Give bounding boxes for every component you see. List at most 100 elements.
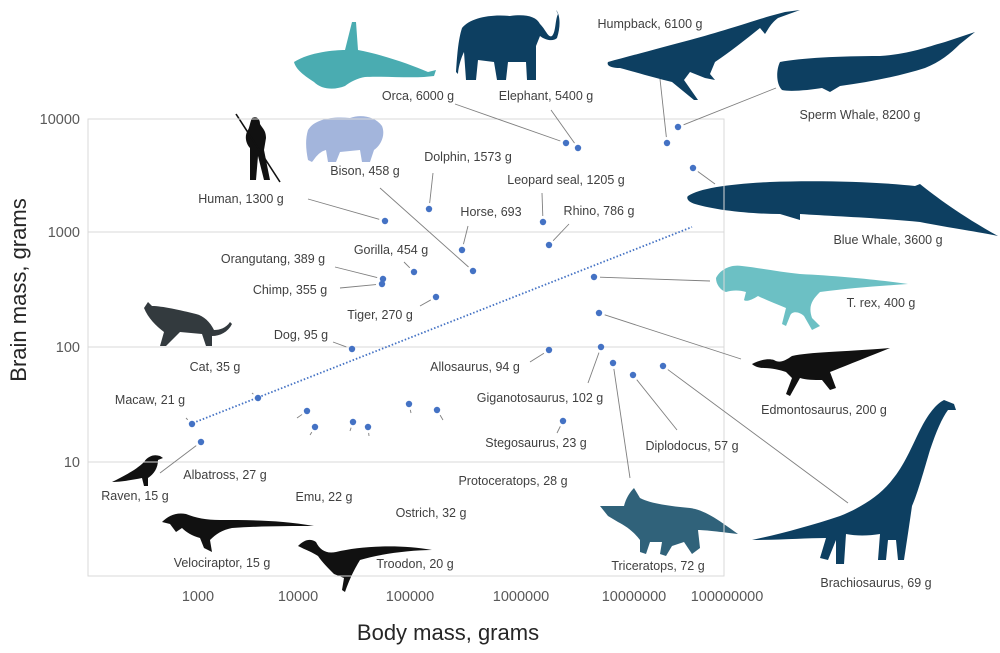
y-axis-title: Brain mass, grams (6, 198, 31, 381)
leader-line (637, 380, 677, 430)
data-label: Cat, 35 g (190, 360, 241, 374)
data-label: Blue Whale, 3600 g (833, 233, 942, 247)
leader-line (440, 415, 443, 420)
data-label: Protoceratops, 28 g (458, 474, 567, 488)
orca-silhouette-icon (294, 22, 436, 89)
triceratops-silhouette-icon (600, 488, 738, 556)
leader-line (430, 173, 433, 203)
x-tick-label: 100000000 (691, 589, 764, 605)
data-label: Sperm Whale, 8200 g (800, 108, 921, 122)
x-tick-label: 1000 (182, 589, 214, 605)
data-point-cat (255, 395, 261, 401)
leader-line (551, 110, 575, 143)
velociraptor-silhouette-icon (162, 513, 314, 552)
data-label: Stegosaurus, 23 g (485, 436, 587, 450)
edmontosaurus-silhouette-icon (752, 348, 890, 396)
data-point-rhino (546, 242, 552, 248)
blue-whale-silhouette-icon (687, 181, 998, 236)
bison-silhouette-icon (306, 116, 383, 162)
data-label: Gorilla, 454 g (354, 243, 428, 257)
data-point-orca (563, 140, 569, 146)
data-point-protoceratops (434, 407, 440, 413)
y-tick-label: 100 (56, 340, 80, 356)
leader-line (557, 426, 560, 433)
leader-line (668, 370, 848, 503)
data-label: Humpback, 6100 g (598, 17, 703, 31)
leader-line (542, 193, 543, 216)
data-label: Brachiosaurus, 69 g (820, 576, 931, 590)
data-point-horse (459, 247, 465, 253)
data-point-brachiosaurus (660, 363, 666, 369)
y-tick-label: 10000 (40, 112, 80, 128)
data-label: Diplodocus, 57 g (645, 439, 738, 453)
gridlines (88, 119, 724, 462)
leader-line (310, 432, 312, 435)
data-point-stegosaurus (560, 418, 566, 424)
x-tick-label: 100000 (386, 589, 434, 605)
data-point-dog (349, 346, 355, 352)
data-point-allosaurus (546, 347, 552, 353)
data-point-blue-whale (690, 165, 696, 171)
data-point-tiger (433, 294, 439, 300)
data-label: Raven, 15 g (101, 489, 168, 503)
data-label: Human, 1300 g (198, 192, 284, 206)
data-point-t-rex (591, 274, 597, 280)
data-point-macaw (189, 421, 195, 427)
x-axis-title: Body mass, grams (357, 620, 539, 645)
data-point-troodon (365, 424, 371, 430)
leader-line (350, 428, 351, 431)
data-label: Tiger, 270 g (347, 308, 413, 322)
leader-line (333, 342, 346, 347)
leader-line (410, 410, 411, 413)
leader-line (335, 267, 377, 278)
data-label: Velociraptor, 15 g (174, 556, 271, 570)
x-tick-label: 1000000 (493, 589, 549, 605)
data-point-leopard-seal (540, 219, 546, 225)
data-label: Bison, 458 g (330, 164, 400, 178)
y-tick-label: 1000 (48, 225, 80, 241)
leader-line (530, 353, 544, 362)
data-label: Edmontosaurus, 200 g (761, 403, 887, 417)
leader-line (698, 172, 715, 184)
leader-line (420, 300, 431, 306)
leader-line (463, 226, 468, 244)
data-label: Ostrich, 32 g (396, 506, 467, 520)
data-point-orangutang (380, 276, 386, 282)
data-point-emu (350, 419, 356, 425)
data-label: Elephant, 5400 g (499, 89, 594, 103)
data-label: Leopard seal, 1205 g (507, 173, 625, 187)
data-label: Triceratops, 72 g (611, 559, 704, 573)
data-label: Troodon, 20 g (376, 557, 453, 571)
cat-silhouette-icon (144, 302, 232, 346)
data-point-bison (470, 268, 476, 274)
data-label: Allosaurus, 94 g (430, 360, 520, 374)
data-label: Dolphin, 1573 g (424, 150, 512, 164)
brachiosaurus-silhouette-icon (752, 400, 956, 564)
leader-line (660, 79, 666, 137)
data-point-velociraptor (312, 424, 318, 430)
data-point-edmontosaurus (596, 310, 602, 316)
leader-line (297, 414, 302, 418)
leader-line (404, 262, 410, 268)
leader-line (605, 315, 741, 359)
data-point-raven (198, 439, 204, 445)
data-point-albatross (304, 408, 310, 414)
data-point-ostrich (406, 401, 412, 407)
data-point-elephant (575, 145, 581, 151)
data-point-humpback (664, 140, 670, 146)
data-point-sperm-whale (675, 124, 681, 130)
data-label: Dog, 95 g (274, 328, 328, 342)
leader-line (252, 393, 253, 394)
leader-line (308, 199, 379, 219)
raven-silhouette-icon (112, 455, 163, 486)
elephant-silhouette-icon (456, 10, 560, 80)
x-tick-label: 10000000 (602, 589, 667, 605)
data-label: Orangutang, 389 g (221, 252, 325, 266)
data-point-triceratops (610, 360, 616, 366)
data-label: Rhino, 786 g (564, 204, 635, 218)
